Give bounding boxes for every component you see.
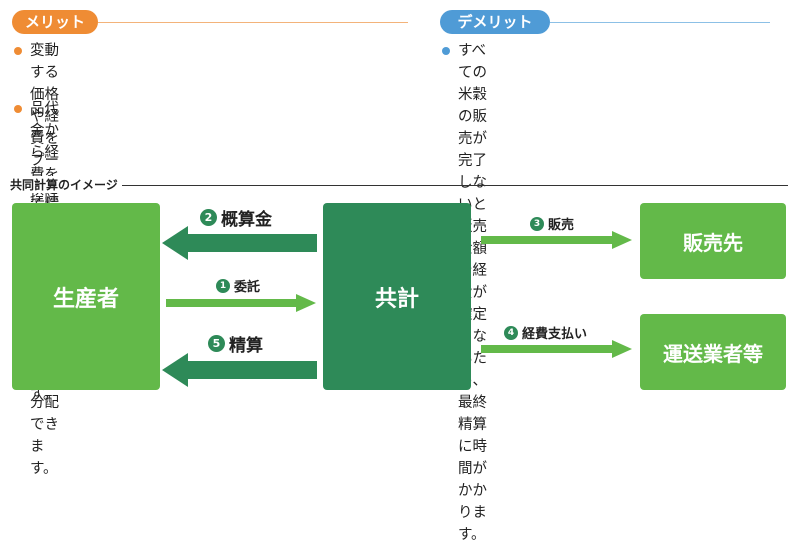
diagram-title: 共同計算のイメージ [10,176,122,193]
merit-header-rule [98,22,408,23]
step-number-badge: 1 [216,278,230,293]
flow-label-text: 委託 [234,280,261,295]
step-number-badge: 4 [504,325,518,340]
flow-label-4: 4 経費支払い [504,323,587,342]
demerit-header-badge: デメリット [440,10,550,34]
step-number-badge: 2 [200,209,217,226]
blue-bullet-icon [442,47,450,55]
demerit-header-rule [550,22,770,23]
flow-label-text: 経費支払い [522,327,588,342]
diagram-title-rule [10,185,788,186]
flow-label-text: 販売 [548,218,575,233]
node-producer: 生産者 [12,203,160,390]
step-number-badge: 5 [208,335,225,352]
orange-bullet-icon [14,105,22,113]
arrow-2-gaisankin [162,226,317,260]
flow-label-5: 5 精算 [208,331,263,356]
flow-label-2: 2 概算金 [200,205,272,230]
orange-bullet-icon [14,47,22,55]
arrow-5-seisan [162,353,317,387]
node-kyokei: 共計 [323,203,471,390]
flow-arrows [162,226,632,387]
flow-label-3: 3 販売 [530,214,574,233]
arrow-1-itaku [166,294,316,312]
node-seller: 販売先 [640,203,786,279]
demerit-bullet-1-line-3: に時間がかかります。 [458,439,487,543]
merit-header-badge: メリット [12,10,98,34]
demerit-bullet-1-line-1: すべての米穀の販売が完了しないと販売 [458,43,487,235]
arrow-4-keihi [481,340,632,358]
step-number-badge: 3 [530,216,544,231]
flow-label-text: 精算 [229,336,263,356]
flow-label-1: 1 委託 [216,276,260,295]
flow-label-text: 概算金 [221,210,272,230]
arrow-3-hanbai [481,231,632,249]
node-transport: 運送業者等 [640,314,786,390]
